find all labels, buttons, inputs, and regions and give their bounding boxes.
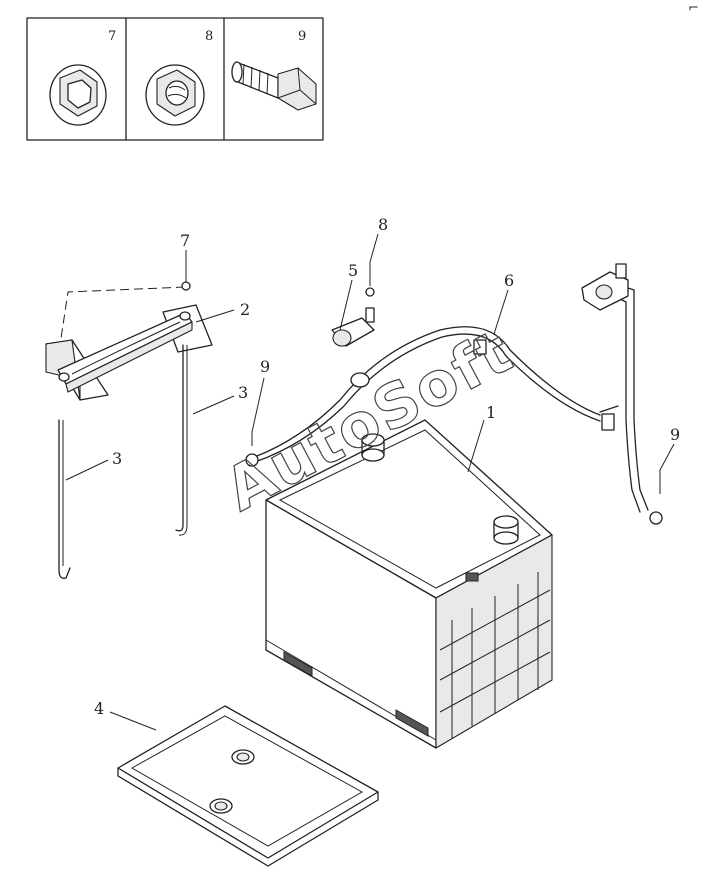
battery-tray bbox=[117, 705, 379, 867]
flange-bolt-icon bbox=[231, 61, 317, 111]
callout-4: 4 bbox=[94, 699, 104, 718]
callout-2: 2 bbox=[240, 300, 250, 319]
fastener-inset: 7 8 9 bbox=[26, 17, 324, 141]
inset-label-7: 7 bbox=[108, 29, 116, 44]
callout-5: 5 bbox=[348, 261, 358, 280]
flange-nut-washer-icon bbox=[145, 64, 205, 126]
callout-3-left: 3 bbox=[112, 449, 122, 468]
callout-7: 7 bbox=[180, 231, 190, 250]
battery-hold-down-clamp bbox=[45, 260, 213, 401]
battery bbox=[265, 419, 553, 749]
corner-mark: ⌐ bbox=[688, 1, 699, 16]
callout-8: 8 bbox=[378, 215, 388, 234]
callout-9-left: 9 bbox=[260, 357, 270, 376]
callout-9-right: 9 bbox=[670, 425, 680, 444]
inset-label-8: 8 bbox=[205, 29, 213, 44]
callout-6: 6 bbox=[504, 271, 514, 290]
hold-down-rods bbox=[58, 344, 188, 579]
inset-label-9: 9 bbox=[298, 29, 306, 44]
leader-lines bbox=[65, 233, 675, 731]
callout-1: 1 bbox=[486, 403, 496, 422]
callout-3-right: 3 bbox=[238, 383, 248, 402]
battery-cable bbox=[245, 263, 663, 525]
terminal-clamp bbox=[331, 262, 375, 347]
flange-nut-icon bbox=[49, 64, 107, 126]
callout-numbers: 1 2 3 3 4 5 6 7 8 9 9 bbox=[94, 215, 680, 718]
